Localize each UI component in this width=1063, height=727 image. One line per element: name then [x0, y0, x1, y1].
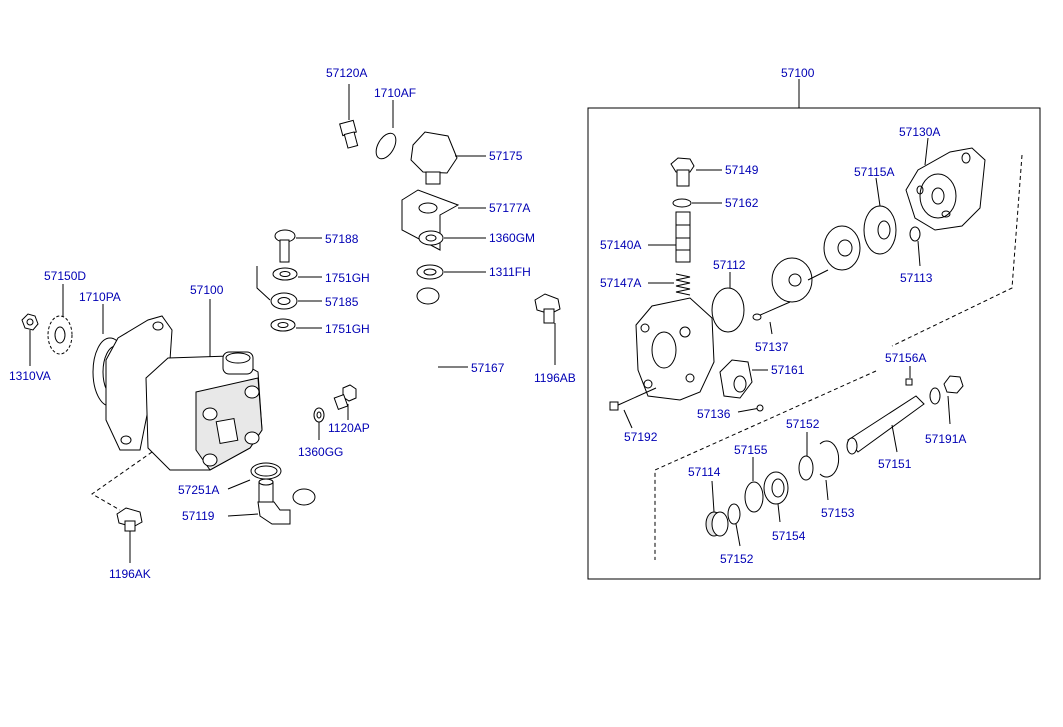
part-57112-gasket [711, 257, 829, 333]
label-57113[interactable]: 57113 [900, 271, 933, 285]
label-57154[interactable]: 57154 [772, 529, 806, 543]
part-57120A-bolt [339, 84, 359, 149]
part-57152-ring-top [798, 432, 814, 481]
part-1311FH-nut [416, 264, 486, 280]
part-57192-bolt [609, 387, 657, 429]
part-57156A-key [905, 366, 913, 386]
part-1751GH-washer-top [256, 266, 322, 301]
part-57151-shaft [846, 395, 925, 455]
label-1120AP[interactable]: 1120AP [328, 421, 370, 435]
part-57140A-valve [648, 211, 691, 263]
label-1360GG[interactable]: 1360GG [298, 445, 343, 459]
label-57100-left[interactable]: 57100 [190, 283, 224, 297]
part-57152-ring-bottom [727, 503, 741, 547]
label-57119[interactable]: 57119 [182, 509, 215, 523]
part-1360GM-nut [418, 230, 486, 246]
part-57251A-gasket [227, 462, 282, 490]
part-57188-screw [274, 229, 322, 263]
part-57175-reservoir [410, 131, 486, 185]
part-57114-bushing [705, 480, 729, 537]
label-57140A[interactable]: 57140A [600, 238, 641, 252]
label-1360GM[interactable]: 1360GM [489, 231, 535, 245]
label-57114[interactable]: 57114 [688, 465, 721, 479]
part-1751GH-washer-bottom [270, 318, 322, 332]
label-57152-bot[interactable]: 57152 [720, 552, 754, 566]
part-57136-screw [737, 404, 764, 413]
label-1196AB[interactable]: 1196AB [534, 371, 576, 385]
part-57100-pump-assembly [105, 299, 263, 471]
label-57185[interactable]: 57185 [325, 295, 359, 309]
label-57130A[interactable]: 57130A [899, 125, 940, 139]
part-57115A-rotor [823, 177, 897, 271]
label-57151[interactable]: 57151 [878, 457, 912, 471]
label-57149[interactable]: 57149 [725, 163, 759, 177]
part-1710AF-oring [375, 100, 397, 160]
label-57150D[interactable]: 57150D [44, 269, 86, 283]
label-57152-top[interactable]: 57152 [786, 417, 820, 431]
label-57175[interactable]: 57175 [489, 149, 523, 163]
part-1196AK-bolt [91, 451, 153, 563]
part-pump-body [635, 297, 715, 401]
part-57161-connector [719, 359, 768, 399]
label-57192[interactable]: 57192 [624, 430, 658, 444]
label-57167[interactable]: 57167 [471, 361, 505, 375]
part-1310VA-nut [21, 313, 39, 366]
label-57162[interactable]: 57162 [725, 196, 759, 210]
label-57136[interactable]: 57136 [697, 407, 731, 421]
part-57191A-nut [929, 375, 964, 425]
label-57155[interactable]: 57155 [734, 443, 768, 457]
label-57251A[interactable]: 57251A [178, 483, 219, 497]
label-57100-box[interactable]: 57100 [781, 66, 815, 80]
part-1360GG-washer [313, 407, 325, 440]
part-57150D-gear [47, 284, 73, 355]
part-57149-plug [670, 157, 722, 187]
part-57137-bolt [752, 301, 791, 335]
label-1196AK[interactable]: 1196AK [109, 567, 151, 581]
label-1751GH-top[interactable]: 1751GH [325, 271, 370, 285]
label-57188[interactable]: 57188 [325, 232, 359, 246]
label-57191A[interactable]: 57191A [925, 432, 966, 446]
label-57153[interactable]: 57153 [821, 506, 855, 520]
label-57137[interactable]: 57137 [755, 340, 789, 354]
label-57120A[interactable]: 57120A [326, 66, 367, 80]
part-57130A-cover [905, 137, 986, 231]
part-1196AB-bolt [534, 293, 561, 365]
part-57155-seal [744, 457, 764, 513]
part-57167-hose [292, 287, 468, 506]
label-57156A[interactable]: 57156A [885, 351, 926, 365]
label-1751GH-bot[interactable]: 1751GH [325, 322, 370, 336]
label-57147A[interactable]: 57147A [600, 276, 641, 290]
label-1710AF[interactable]: 1710AF [374, 86, 416, 100]
label-57177A[interactable]: 57177A [489, 201, 530, 215]
label-1710PA[interactable]: 1710PA [79, 290, 121, 304]
label-57115A[interactable]: 57115A [854, 165, 894, 179]
label-57161[interactable]: 57161 [771, 363, 805, 377]
label-1311FH[interactable]: 1311FH [489, 265, 531, 279]
part-57153-snapring [819, 440, 840, 501]
part-57177A-bracket [401, 189, 486, 251]
label-57112[interactable]: 57112 [713, 258, 746, 272]
part-57162-ring [672, 198, 722, 208]
part-57113-oring [909, 226, 921, 267]
label-1310VA[interactable]: 1310VA [9, 369, 51, 383]
part-57154-bearing [763, 471, 789, 523]
part-57119-union [227, 478, 291, 525]
part-57147A-spring [648, 273, 691, 296]
part-57185-spacer [270, 292, 322, 310]
part-1120AP-bolt [333, 384, 357, 420]
exploded-view-box [587, 79, 1041, 580]
